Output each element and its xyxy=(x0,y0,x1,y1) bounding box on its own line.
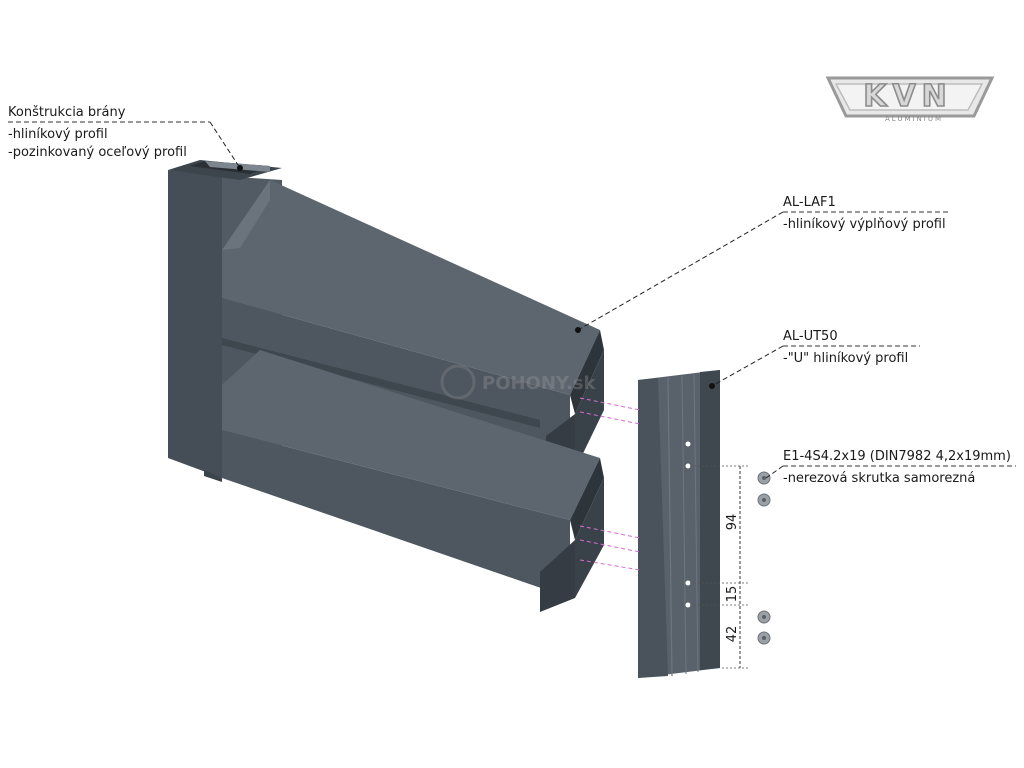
dimension-15: 15 xyxy=(725,586,740,603)
dimension-42: 42 xyxy=(725,626,740,643)
ut50-code: AL-UT50 xyxy=(783,329,838,344)
dimension-lines: 94 15 42 xyxy=(690,465,748,669)
gate-title: Konštrukcia brány xyxy=(8,105,126,120)
laf1-code: AL-LAF1 xyxy=(783,195,836,210)
u-profile xyxy=(638,370,720,678)
screw-group xyxy=(757,471,771,645)
screw-callout: E1-4S4.2x19 (DIN7982 4,2x19mm) -nerezová… xyxy=(765,449,1016,486)
watermark-text: POHONY.sk xyxy=(482,373,597,394)
watermark: POHONY.sk xyxy=(440,364,597,400)
gate-line1: -hliníkový profil xyxy=(8,127,108,142)
logo-subtext: ALUMINIUM xyxy=(885,115,943,123)
laf1-callout: AL-LAF1 -hliníkový výplňový profil xyxy=(575,195,950,333)
kvn-logo: KVN ALUMINIUM xyxy=(825,76,995,123)
laf1-desc: -hliníkový výplňový profil xyxy=(783,217,946,232)
gate-callout: Konštrukcia brány -hliníkový profil -poz… xyxy=(8,105,243,171)
dimension-94: 94 xyxy=(725,514,740,531)
filling-profile-lower xyxy=(222,350,604,612)
screw-icon xyxy=(757,631,771,645)
logo-text: KVN xyxy=(863,79,953,114)
screw-code: E1-4S4.2x19 (DIN7982 4,2x19mm) xyxy=(783,449,1011,464)
screw-desc: -nerezová skrutka samorezná xyxy=(783,471,975,486)
screw-icon xyxy=(757,493,771,507)
gate-line2: -pozinkovaný oceľový profil xyxy=(8,145,187,160)
ut50-callout: AL-UT50 -"U" hliníkový profil xyxy=(709,329,920,389)
alignment-guides xyxy=(579,397,641,571)
ut50-desc: -"U" hliníkový profil xyxy=(783,351,908,366)
screw-icon xyxy=(757,610,771,624)
screw-icon xyxy=(757,471,771,485)
